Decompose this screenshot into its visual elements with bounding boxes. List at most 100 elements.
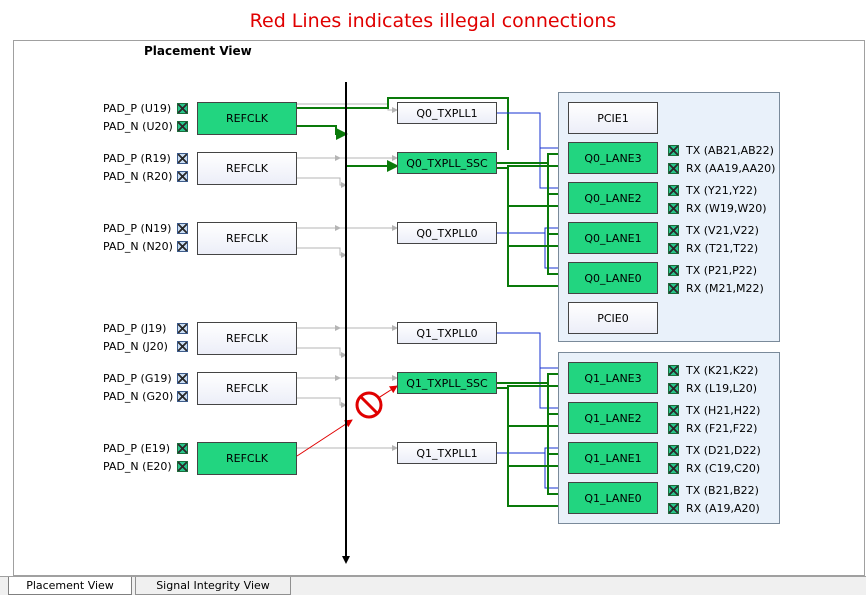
tx-pin-icon[interactable]	[668, 445, 679, 456]
tx-pin-icon[interactable]	[668, 185, 679, 196]
rx-pin-label: RX (T21,T22)	[686, 242, 759, 255]
pad-n-label: PAD_N (R20)	[103, 170, 173, 183]
tx-pin-label: TX (D21,D22)	[686, 444, 761, 457]
rx-pin-icon[interactable]	[668, 463, 679, 474]
rx-pin-icon[interactable]	[668, 163, 679, 174]
lane-block[interactable]: Q0_LANE0	[568, 262, 658, 294]
pll-to-lane-wire	[497, 167, 570, 292]
tx-pin-icon[interactable]	[668, 145, 679, 156]
refclk-block[interactable]: REFCLK	[197, 152, 297, 185]
pll-to-lane-wire	[497, 112, 569, 191]
pad-p-label: PAD_P (G19)	[103, 372, 172, 385]
lane-block[interactable]: Q0_LANE1	[568, 222, 658, 254]
pll-to-lane-wire	[497, 452, 569, 491]
tx-pin-icon[interactable]	[668, 485, 679, 496]
active-wire	[297, 97, 509, 150]
rx-pin-label: RX (W19,W20)	[686, 202, 767, 215]
pcie0-block[interactable]: PCIE0	[568, 302, 658, 334]
pad-p-label: PAD_P (J19)	[103, 322, 167, 335]
clock-boundary-arrow-icon	[342, 556, 350, 564]
pad-p-pin-icon[interactable]	[177, 223, 188, 234]
pcie1-block[interactable]: PCIE1	[568, 102, 658, 134]
pll-block[interactable]: Q0_TXPLL_SSC	[397, 152, 497, 174]
tx-pin-label: TX (B21,B22)	[686, 484, 759, 497]
lane-block[interactable]: Q0_LANE2	[568, 182, 658, 214]
rx-pin-icon[interactable]	[668, 283, 679, 294]
view-title: Placement View	[144, 44, 252, 58]
active-wire	[345, 134, 399, 172]
rx-pin-icon[interactable]	[668, 383, 679, 394]
tx-pin-label: TX (AB21,AB22)	[686, 144, 774, 157]
pad-p-label: PAD_P (E19)	[103, 442, 171, 455]
pad-n-label: PAD_N (G20)	[103, 390, 174, 403]
pad-n-label: PAD_N (E20)	[103, 460, 172, 473]
rx-pin-label: RX (AA19,AA20)	[686, 162, 776, 175]
refclk-block[interactable]: REFCLK	[197, 222, 297, 255]
rx-pin-icon[interactable]	[668, 503, 679, 514]
rx-pin-icon[interactable]	[668, 423, 679, 434]
lane-block[interactable]: Q1_LANE2	[568, 402, 658, 434]
rx-pin-icon[interactable]	[668, 203, 679, 214]
pad-n-pin-icon[interactable]	[177, 341, 188, 352]
inactive-wire	[297, 247, 347, 258]
rx-pin-label: RX (M21,M22)	[686, 282, 764, 295]
lane-block[interactable]: Q1_LANE0	[568, 482, 658, 514]
rx-pin-icon[interactable]	[668, 243, 679, 254]
pad-n-label: PAD_N (N20)	[103, 240, 173, 253]
rx-pin-label: RX (L19,L20)	[686, 382, 758, 395]
rx-pin-label: RX (C19,C20)	[686, 462, 761, 475]
pad-n-label: PAD_N (J20)	[103, 340, 168, 353]
tx-pin-icon[interactable]	[668, 225, 679, 236]
pll-block[interactable]: Q1_TXPLL0	[397, 322, 497, 344]
tab-signal-integrity-view[interactable]: Signal Integrity View	[135, 577, 291, 595]
tx-pin-icon[interactable]	[668, 405, 679, 416]
no-entry-icon	[355, 391, 383, 419]
refclk-block[interactable]: REFCLK	[197, 322, 297, 355]
illegal-wire	[296, 419, 353, 457]
pll-block[interactable]: Q0_TXPLL0	[397, 222, 497, 244]
pad-p-label: PAD_P (R19)	[103, 152, 171, 165]
pad-p-pin-icon[interactable]	[177, 153, 188, 164]
tx-pin-icon[interactable]	[668, 365, 679, 376]
tx-pin-label: TX (Y21,Y22)	[686, 184, 758, 197]
tx-pin-icon[interactable]	[668, 265, 679, 276]
pll-block[interactable]: Q1_TXPLL_SSC	[397, 372, 497, 394]
pad-p-pin-icon[interactable]	[177, 443, 188, 454]
tx-pin-label: TX (P21,P22)	[686, 264, 758, 277]
pad-p-pin-icon[interactable]	[177, 373, 188, 384]
lane-block[interactable]: Q0_LANE3	[568, 142, 658, 174]
lane-block[interactable]: Q1_LANE1	[568, 442, 658, 474]
illegal-connections-banner: Red Lines indicates illegal connections	[249, 10, 617, 32]
inactive-wire	[297, 177, 347, 188]
lane-block[interactable]: Q1_LANE3	[568, 362, 658, 394]
pll-to-lane-wire	[497, 332, 569, 411]
refclk-block[interactable]: REFCLK	[197, 372, 297, 405]
rx-pin-label: RX (A19,A20)	[686, 502, 760, 515]
pad-p-label: PAD_P (U19)	[103, 102, 172, 115]
inactive-wire	[297, 397, 347, 408]
pad-n-pin-icon[interactable]	[177, 391, 188, 402]
refclk-block[interactable]: REFCLK	[197, 102, 297, 135]
pad-n-pin-icon[interactable]	[177, 171, 188, 182]
pad-n-label: PAD_N (U20)	[103, 120, 173, 133]
active-wire	[297, 125, 348, 140]
view-tabs: Placement View Signal Integrity View	[0, 576, 866, 595]
pad-p-pin-icon[interactable]	[177, 103, 188, 114]
pad-p-pin-icon[interactable]	[177, 323, 188, 334]
pad-p-label: PAD_P (N19)	[103, 222, 172, 235]
pad-n-pin-icon[interactable]	[177, 121, 188, 132]
tx-pin-label: TX (K21,K22)	[686, 364, 759, 377]
pll-to-lane-wire	[497, 387, 570, 512]
tab-placement-view[interactable]: Placement View	[8, 577, 132, 595]
pad-n-pin-icon[interactable]	[177, 241, 188, 252]
pll-block[interactable]: Q0_TXPLL1	[397, 102, 497, 124]
tx-pin-label: TX (V21,V22)	[686, 224, 759, 237]
rx-pin-label: RX (F21,F22)	[686, 422, 758, 435]
pll-to-lane-wire	[497, 232, 569, 271]
tx-pin-label: TX (H21,H22)	[686, 404, 761, 417]
pad-n-pin-icon[interactable]	[177, 461, 188, 472]
pll-block[interactable]: Q1_TXPLL1	[397, 442, 497, 464]
inactive-wire	[297, 347, 347, 358]
refclk-block[interactable]: REFCLK	[197, 442, 297, 475]
